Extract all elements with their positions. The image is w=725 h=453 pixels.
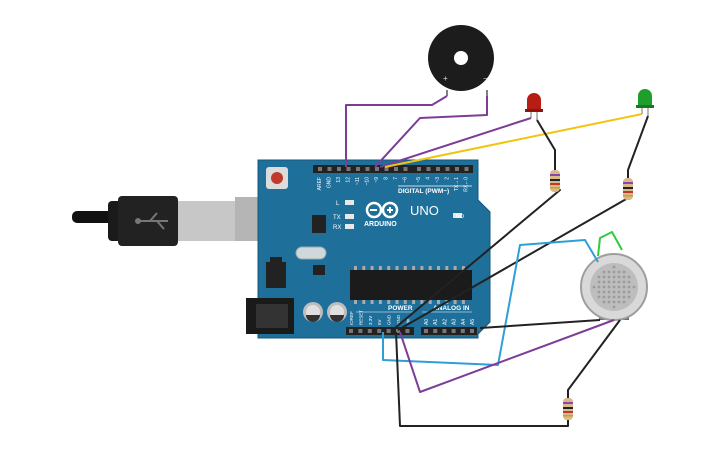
pin-label: 7 [393, 177, 399, 180]
pin-label: A3 [452, 319, 458, 325]
red-led[interactable] [525, 93, 543, 120]
pin-label: 12 [346, 177, 352, 183]
pin-label: A5 [470, 319, 476, 325]
pin-label: ~9 [374, 177, 380, 183]
pin-label: ~5 [416, 177, 422, 183]
pin-label: AREF [317, 177, 323, 190]
pin-label: A0 [424, 319, 430, 325]
pin-label: GND [387, 314, 392, 325]
pin-label: 5V [377, 319, 382, 325]
arduino-logo [365, 201, 399, 219]
pin-label: GND [327, 177, 333, 189]
power-pin-labels: IOREF RESET 3.3V 5V GND GND Vin [349, 310, 410, 325]
pin-label: 2 [445, 177, 451, 180]
pin-label: Vin [405, 318, 410, 325]
pin-label: ~10 [365, 177, 371, 186]
pin-label: GND [396, 314, 401, 325]
digital-label: DIGITAL (PWM~) [398, 188, 449, 195]
wires [345, 95, 649, 427]
pin-label: 4 [426, 177, 432, 180]
usb-icon [135, 212, 168, 230]
brand-label: ARDUINO [364, 221, 397, 228]
on-label: ON [456, 212, 464, 218]
power-label: POWER [388, 305, 413, 312]
gas-sensor[interactable] [580, 253, 648, 321]
piezo-buzzer[interactable]: + − [428, 25, 494, 96]
pin-label: ~11 [355, 177, 361, 185]
buzzer-plus-label: + [443, 74, 448, 83]
led-tx-label: TX [333, 215, 341, 221]
pin-label: RESET [358, 310, 363, 325]
pin-label: A2 [442, 319, 448, 325]
led-l-label: L [336, 201, 340, 207]
pin-label: A1 [433, 319, 439, 325]
resistor-red-led[interactable] [550, 170, 560, 192]
pin-label: RX←0 [464, 177, 470, 192]
model-label: UNO [410, 203, 439, 218]
resistor-sensor[interactable] [563, 398, 573, 420]
pin-label: TX→1 [454, 177, 460, 191]
pin-label: IOREF [349, 311, 354, 325]
digital-header[interactable] [313, 165, 473, 173]
pin-label: A4 [461, 319, 467, 325]
analog-label: ANALOG IN [433, 305, 470, 312]
buzzer-minus-label: − [483, 74, 488, 83]
analog-header[interactable] [421, 327, 477, 335]
pin-label: ~3 [435, 177, 441, 183]
resistor-green-led[interactable] [623, 178, 633, 200]
green-led[interactable] [636, 89, 654, 116]
pin-label: 3.3V [368, 316, 373, 325]
pin-label: ~6 [403, 177, 409, 183]
pin-label: 13 [336, 177, 342, 183]
atmega-chip [350, 270, 472, 300]
pin-label: 8 [384, 177, 390, 180]
led-rx-label: RX [333, 225, 341, 231]
